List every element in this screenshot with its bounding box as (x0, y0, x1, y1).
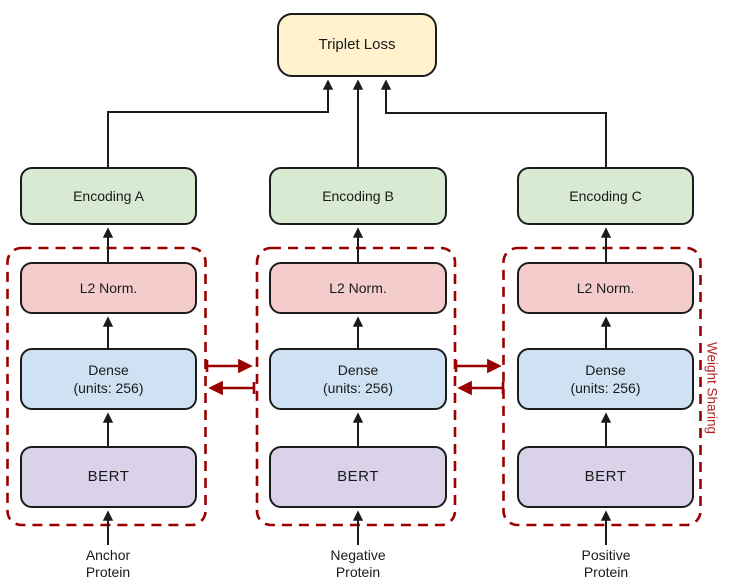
encoding-a-node: Encoding A (20, 167, 197, 225)
positive-protein-label-line2: Protein (583, 564, 629, 580)
bert-a-node: BERT (20, 446, 197, 508)
weight-sharing-frames (6, 246, 702, 527)
dense-b-node: Dense (units: 256) (269, 348, 447, 410)
l2-norm-c-label: L2 Norm. (576, 280, 635, 296)
connector-encodingC-to-loss (380, 79, 607, 167)
bert-a-label: BERT (87, 468, 130, 485)
dashed-frame-negative (255, 246, 457, 527)
l2-norm-b-node: L2 Norm. (269, 262, 447, 314)
negative-protein-label-line2: Protein (335, 564, 381, 580)
l2-norm-a-label: L2 Norm. (79, 280, 138, 296)
triplet-loss-node: Triplet Loss (277, 13, 437, 77)
l2-norm-b-label: L2 Norm. (329, 280, 387, 296)
bert-b-label: BERT (337, 468, 379, 485)
weight-sharing-arrows (205, 358, 505, 396)
encoding-c-node: Encoding C (517, 167, 694, 225)
dense-b-label-line1: Dense (337, 362, 379, 378)
l2-norm-c-node: L2 Norm. (517, 262, 694, 314)
encoding-b-label: Encoding B (322, 188, 394, 204)
weight-sharing-caption: Weight Sharing (704, 341, 720, 435)
positive-protein-label: Positive Protein (536, 547, 676, 581)
dashed-frame-anchor (6, 246, 207, 527)
negative-protein-label: Negative Protein (288, 547, 428, 581)
dense-a-node: Dense (units: 256) (20, 348, 197, 410)
bert-b-node: BERT (269, 446, 447, 508)
encoding-a-label: Encoding A (73, 188, 144, 204)
dense-c-label-line2: (units: 256) (570, 380, 641, 396)
dense-c-label-line1: Dense (585, 362, 626, 378)
anchor-protein-label-line1: Anchor (85, 547, 131, 563)
anchor-protein-label: Anchor Protein (38, 547, 178, 581)
dense-a-label-line2: (units: 256) (73, 380, 144, 396)
dense-b-label-line2: (units: 256) (322, 380, 394, 396)
dense-c-node: Dense (units: 256) (517, 348, 694, 410)
positive-protein-label-line1: Positive (581, 547, 631, 563)
dense-a-label-line1: Dense (88, 362, 129, 378)
dashed-frame-positive (502, 246, 702, 527)
negative-protein-label-line1: Negative (330, 547, 386, 563)
black-connectors (102, 79, 612, 545)
l2-norm-a-node: L2 Norm. (20, 262, 197, 314)
triplet-loss-label: Triplet Loss (318, 36, 396, 53)
connector-encodingA-to-loss (107, 79, 334, 167)
bert-c-label: BERT (584, 468, 627, 485)
encoding-c-label: Encoding C (569, 188, 642, 204)
encoding-b-node: Encoding B (269, 167, 447, 225)
anchor-protein-label-line2: Protein (85, 564, 131, 580)
bert-c-node: BERT (517, 446, 694, 508)
